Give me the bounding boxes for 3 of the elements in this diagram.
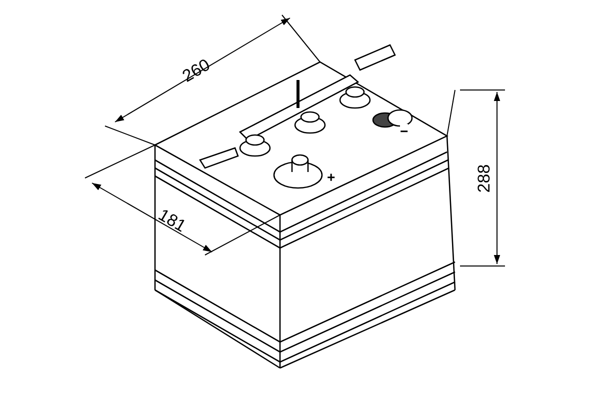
dimension-label: 288 — [476, 164, 493, 193]
dimension-label: 181 — [156, 206, 189, 235]
dimension-label: 260 — [180, 56, 213, 85]
